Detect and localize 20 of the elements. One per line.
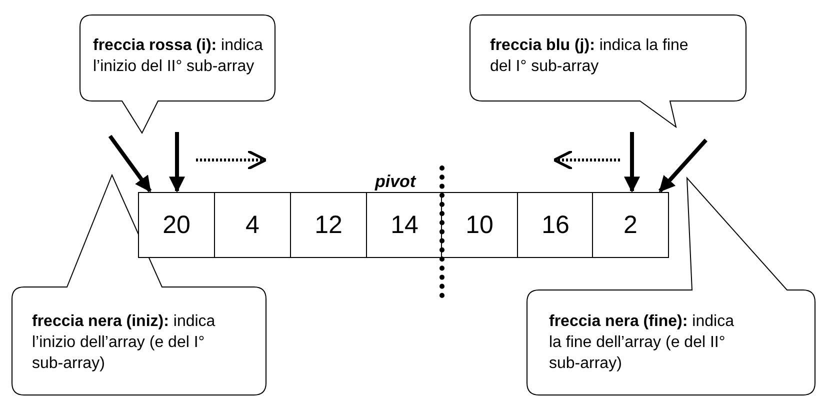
arrow (108, 134, 152, 192)
pivot-label: pivot (375, 172, 416, 192)
speech-bubble (470, 15, 746, 127)
array-cell: 2 (592, 192, 669, 258)
arrow (624, 132, 640, 193)
speech-bubble (12, 175, 266, 395)
speech-bubble (80, 15, 275, 133)
callout-text: freccia blu (j): indica la fine del I° sub-array (490, 36, 690, 77)
arrow (658, 138, 708, 192)
callout-text: freccia nera (iniz): indica l’inizio dell’array (e del I° sub-array) (32, 312, 216, 374)
speech-bubble (527, 178, 815, 395)
array-cell: 10 (441, 192, 518, 258)
callout-text: freccia nera (fine): indica la fine dell’array (e del II° sub-array) (549, 312, 735, 374)
callout-text: freccia rossa (i): indica l’inizio del II° sub-array (93, 36, 264, 77)
arrow (169, 132, 185, 193)
array-cell: 16 (517, 192, 594, 258)
array-cell: 20 (138, 192, 215, 258)
array-cell: 14 (366, 192, 443, 258)
array-cell: 12 (290, 192, 367, 258)
array-cell: 4 (214, 192, 291, 258)
